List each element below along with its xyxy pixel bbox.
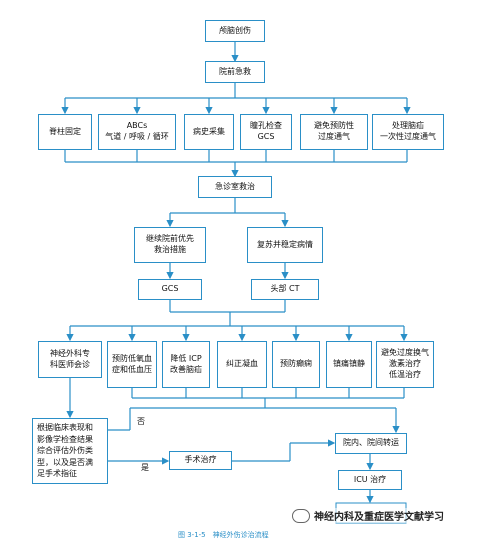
node-history-taking: 病史采集 — [184, 114, 234, 150]
node-emergency-room: 急诊室救治 — [198, 176, 272, 198]
node-prevent-epilepsy: 预防癫痫 — [272, 341, 320, 388]
node-prevent-hypoxia-hypotension: 预防低氧血 症和低血压 — [107, 341, 157, 388]
wechat-icon — [292, 508, 310, 523]
node-spine-fixation: 脊柱固定 — [38, 114, 92, 150]
node-brain-trauma: 颅脑创伤 — [205, 20, 265, 42]
watermark-text: 神经内科及重症医学文献学习 — [314, 512, 444, 523]
node-comprehensive-assessment: 根据临床表现和 影像学检查结果 综合评估外伤类 型，以及是否满 足手术指征 — [32, 418, 108, 484]
node-resuscitate-stabilize: 复苏并稳定病情 — [247, 227, 323, 263]
node-avoid-prophylactic-hyperventilation: 避免预防性 过度通气 — [300, 114, 368, 150]
node-pupil-gcs: 瞳孔检查 GCS — [240, 114, 292, 150]
node-gcs: GCS — [138, 279, 202, 300]
node-lower-icp: 降低 ICP 改善脑疝 — [162, 341, 210, 388]
node-head-ct: 头部 CT — [251, 279, 319, 300]
node-neurosurgery-consult: 神经外科专 科医师会诊 — [38, 341, 102, 378]
node-avoid-hyperventilation-steroids-hypothermia: 避免过度换气 激素治疗 低温治疗 — [376, 341, 434, 388]
node-abcs: ABCs 气道 / 呼吸 / 循环 — [98, 114, 176, 150]
node-hospital-transfer: 院内、院间转运 — [335, 433, 407, 454]
label-no: 否 — [137, 417, 145, 426]
node-surgical-treatment: 手术治疗 — [169, 451, 232, 470]
node-herniation-management: 处理脑疝 一次性过度通气 — [372, 114, 444, 150]
node-correct-coagulation: 纠正凝血 — [217, 341, 267, 388]
node-prehospital-care: 院前急救 — [205, 61, 265, 83]
node-analgesia-sedation: 镇痛镇静 — [326, 341, 372, 388]
label-yes: 是 — [141, 463, 149, 472]
node-icu-treatment: ICU 治疗 — [338, 470, 402, 490]
node-continue-prehospital-measures: 继续院前优先 救治措施 — [134, 227, 206, 263]
watermark: 神经内科及重症医学文献学习 — [292, 508, 444, 523]
figure-caption: 图 3-1-5 神经外伤诊治流程 — [178, 531, 269, 539]
